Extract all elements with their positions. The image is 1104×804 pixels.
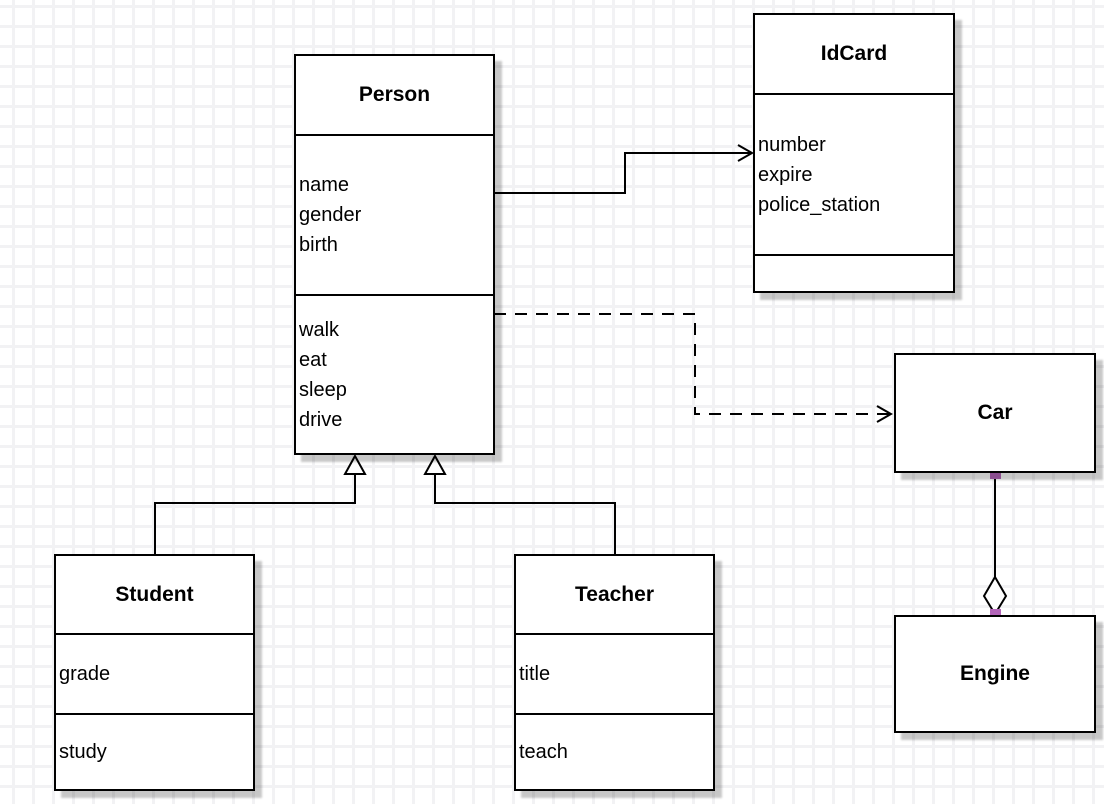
method: eat: [299, 348, 327, 371]
attributes-compartment: number expire police_station: [755, 95, 953, 256]
endpoint-handle[interactable]: [990, 468, 1001, 479]
endpoint-handle[interactable]: [990, 609, 1001, 620]
method: drive: [299, 408, 343, 431]
open-arrow-icon: [876, 405, 894, 423]
hollow-triangle-icon: [343, 453, 367, 475]
attribute: grade: [59, 663, 111, 685]
class-teacher[interactable]: Teacher title teach: [514, 554, 715, 791]
attribute: title: [519, 663, 551, 685]
methods-compartment: teach: [516, 715, 713, 789]
class-student[interactable]: Student grade study: [54, 554, 255, 791]
edge-generalization-student-person[interactable]: [154, 453, 367, 554]
class-title: Teacher: [516, 556, 713, 635]
class-idcard[interactable]: IdCard number expire police_station: [753, 13, 955, 293]
edge-dependency-person-car[interactable]: [494, 313, 894, 423]
class-person[interactable]: Person name gender birth walk eat sleep …: [294, 54, 495, 455]
attributes-compartment: title: [516, 635, 713, 715]
hollow-diamond-icon: [982, 575, 1008, 616]
class-title: Car: [977, 401, 1013, 424]
class-title: Student: [56, 556, 253, 635]
class-car[interactable]: Car: [894, 353, 1096, 473]
attribute: gender: [299, 204, 362, 226]
attributes-compartment: name gender birth: [296, 136, 493, 296]
hollow-triangle-icon: [423, 453, 447, 475]
method: teach: [519, 741, 568, 763]
edge-aggregation-car-engine[interactable]: [982, 468, 1008, 620]
open-arrow-icon: [737, 144, 755, 162]
method: walk: [299, 318, 340, 341]
attributes-compartment: grade: [56, 635, 253, 715]
attribute: name: [299, 174, 350, 196]
class-title: Engine: [959, 662, 1030, 685]
attribute: expire: [758, 163, 813, 186]
attribute: birth: [299, 234, 338, 256]
class-engine[interactable]: Engine: [894, 615, 1096, 733]
attribute: police_station: [758, 193, 881, 216]
methods-compartment: [755, 256, 953, 291]
edge-generalization-teacher-person[interactable]: [423, 453, 616, 554]
class-title: Person: [296, 56, 493, 136]
methods-compartment: study: [56, 715, 253, 789]
attribute: number: [758, 133, 826, 156]
methods-compartment: walk eat sleep drive: [296, 296, 493, 453]
method: sleep: [299, 378, 347, 401]
edge-association-person-idcard[interactable]: [494, 144, 755, 194]
method: study: [59, 741, 107, 763]
class-title: IdCard: [755, 15, 953, 95]
